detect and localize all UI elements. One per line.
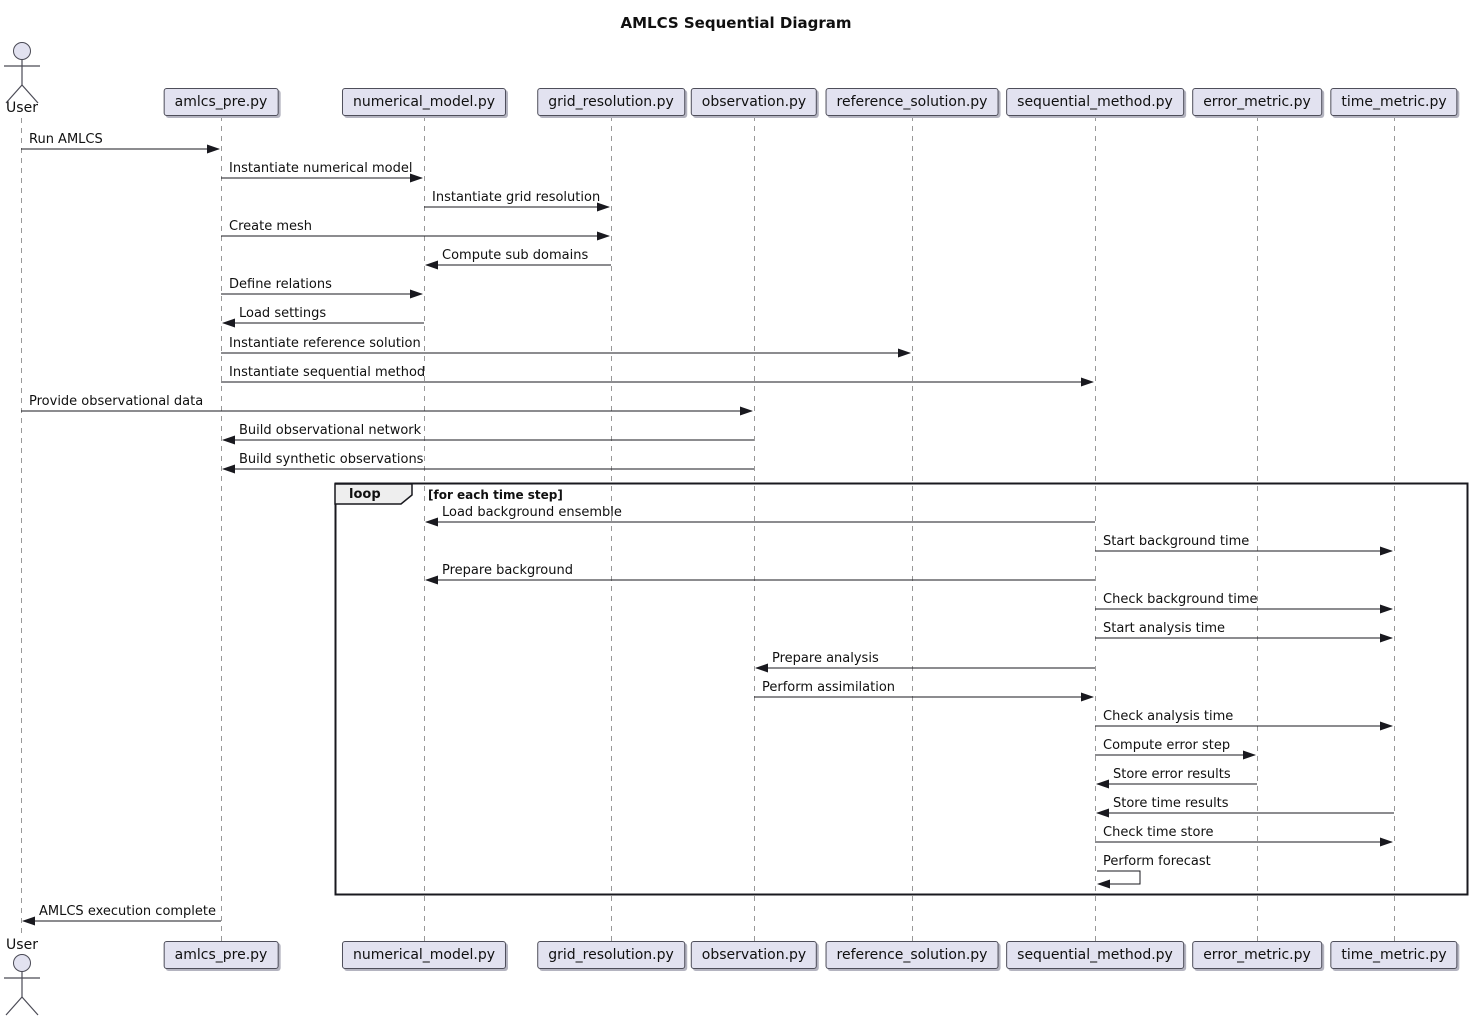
message-arrowhead [1096, 808, 1109, 818]
message-arrowhead [222, 318, 235, 328]
participant-top-error_metric: error_metric.py [1192, 88, 1322, 116]
message-arrowhead [1243, 750, 1256, 760]
participant-top-numerical_model: numerical_model.py [341, 88, 507, 116]
message-label: Instantiate numerical model [229, 161, 413, 176]
message-arrowhead [410, 289, 423, 299]
user-label-top: User [6, 100, 38, 116]
message-label: Define relations [229, 277, 332, 292]
message-arrowhead [425, 517, 438, 527]
message-label: Instantiate reference solution [229, 336, 421, 351]
message-label: Instantiate grid resolution [432, 190, 601, 205]
message-label: Provide observational data [29, 394, 204, 409]
participant-top-sequential_method: sequential_method.py [1006, 88, 1184, 116]
message-arrowhead [755, 663, 768, 673]
actor-head [13, 42, 31, 60]
loop-frame [334, 482, 1469, 896]
message-label: Instantiate sequential method [229, 365, 426, 380]
participant-bottom-error_metric: error_metric.py [1192, 941, 1322, 969]
message-label: Load background ensemble [442, 505, 622, 520]
message-arrowhead [22, 916, 35, 926]
actor-head [13, 954, 31, 972]
loop-condition-label: [for each time step] [428, 488, 563, 502]
message-arrowhead [597, 202, 610, 212]
message-arrowhead [1081, 692, 1094, 702]
message-label: Check time store [1103, 825, 1214, 840]
message-arrowhead [222, 464, 235, 474]
participant-bottom-numerical_model: numerical_model.py [341, 941, 507, 969]
message-arrowhead [1380, 837, 1393, 847]
message-label: Check analysis time [1103, 709, 1234, 724]
message-arrowhead [1096, 779, 1109, 789]
message-label: Build synthetic observations [239, 452, 424, 467]
message-label: Store time results [1113, 796, 1229, 811]
message-arrowhead [222, 435, 235, 445]
message-label: Create mesh [229, 219, 313, 234]
participant-top-time_metric: time_metric.py [1330, 88, 1458, 116]
message-arrowhead [425, 575, 438, 585]
participant-top-observation: observation.py [690, 88, 818, 116]
participant-bottom-grid_resolution: grid_resolution.py [537, 941, 685, 969]
message-label: Compute error step [1103, 738, 1231, 753]
message-label: Perform assimilation [762, 680, 896, 695]
message-arrowhead [898, 348, 911, 358]
message-arrowhead [1081, 377, 1094, 387]
participant-top-grid_resolution: grid_resolution.py [537, 88, 685, 116]
message-label: Load settings [239, 306, 327, 321]
user-label-bottom: User [6, 937, 38, 953]
message-label: Start analysis time [1103, 621, 1226, 636]
message-arrowhead [1097, 879, 1110, 889]
user-actor-top [4, 42, 40, 104]
participant-bottom-observation: observation.py [690, 941, 818, 969]
loop-header-pentagon [334, 483, 413, 505]
diagram-title: AMLCS Sequential Diagram [620, 14, 852, 32]
message-label: Compute sub domains [442, 248, 589, 263]
message-arrowhead [1380, 546, 1393, 556]
message-label: Prepare analysis [772, 651, 879, 666]
participant-top-reference_solution: reference_solution.py [825, 88, 999, 116]
message-arrowhead [1380, 633, 1393, 643]
loop-operator-label: loop [349, 487, 381, 502]
participant-bottom-sequential_method: sequential_method.py [1006, 941, 1184, 969]
participant-top-amlcs_pre: amlcs_pre.py [163, 88, 279, 116]
actor-limb [5, 996, 23, 1016]
message-label: Start background time [1103, 534, 1250, 549]
message-arrowhead [425, 260, 438, 270]
actor-limb [21, 996, 39, 1016]
message-arrowhead [597, 231, 610, 241]
message-label: Store error results [1113, 767, 1231, 782]
message-arrowhead [1380, 721, 1393, 731]
actor-limb [21, 84, 39, 104]
message-arrowhead [740, 406, 753, 416]
actor-limb [5, 84, 23, 104]
message-arrowhead [410, 173, 423, 183]
message-arrowhead [1380, 604, 1393, 614]
message-label: Check background time [1103, 592, 1258, 607]
message-arrowhead [207, 144, 220, 154]
user-actor-bottom [4, 954, 40, 1016]
message-self-line [1097, 870, 1141, 885]
message-label: Perform forecast [1103, 854, 1211, 869]
participant-bottom-reference_solution: reference_solution.py [825, 941, 999, 969]
message-label: AMLCS execution complete [39, 904, 217, 919]
participant-bottom-amlcs_pre: amlcs_pre.py [163, 941, 279, 969]
message-label: Run AMLCS [29, 132, 103, 147]
message-label: Prepare background [442, 563, 573, 578]
participant-bottom-time_metric: time_metric.py [1330, 941, 1458, 969]
message-label: Build observational network [239, 423, 422, 438]
